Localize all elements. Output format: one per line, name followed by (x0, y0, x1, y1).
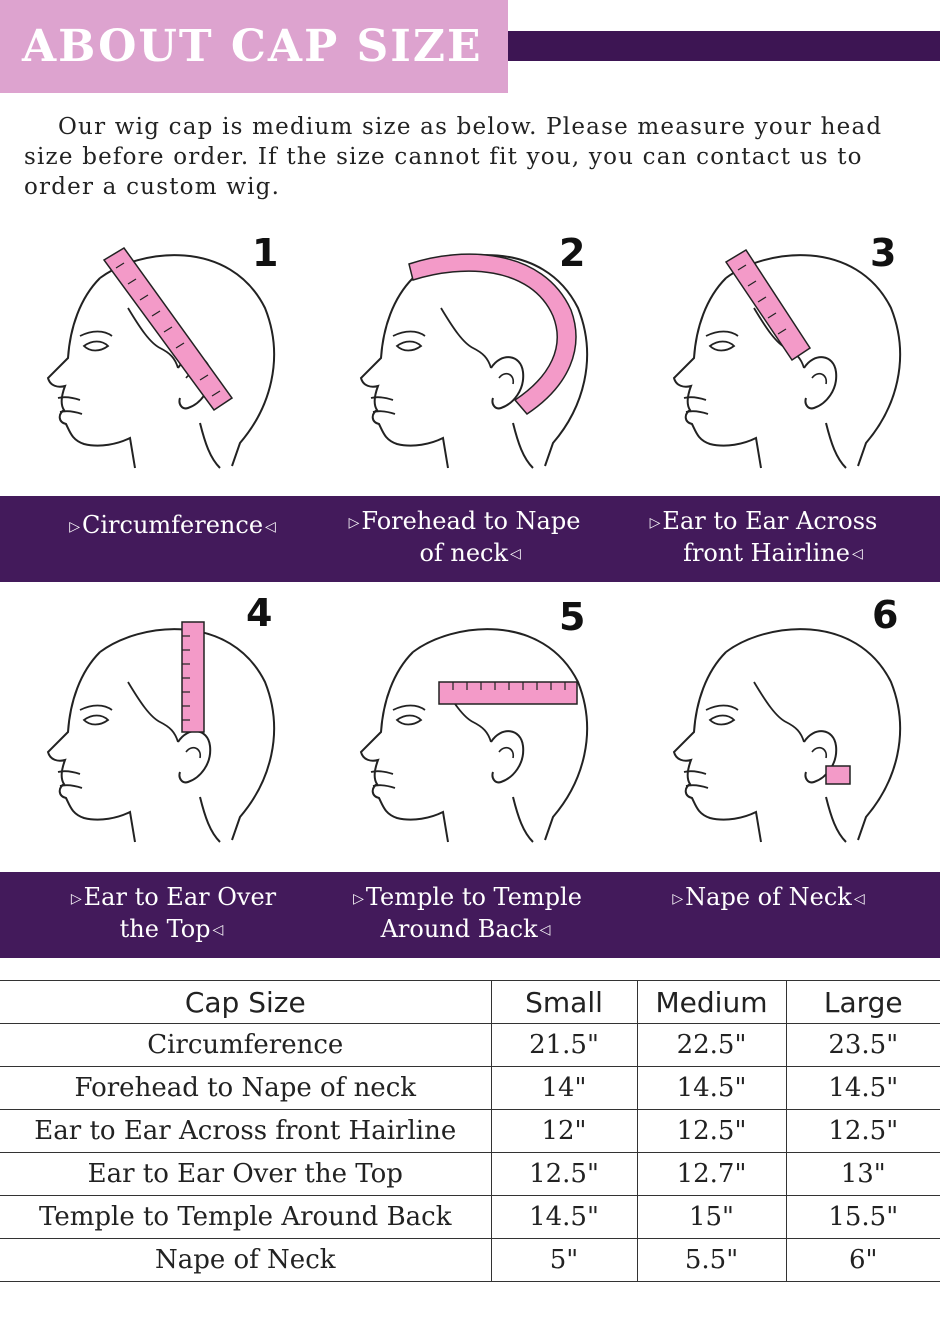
cell-small: 5" (490, 1238, 638, 1282)
diagram-number: 5 (559, 595, 585, 639)
title-accent-bar (508, 31, 940, 61)
row-label: Ear to Ear Across front Hairline (0, 1109, 492, 1153)
intro-paragraph: Our wig cap is medium size as below. Ple… (24, 112, 916, 202)
diagram-ear-across-hairline: 3 (626, 218, 939, 496)
title-box: ABOUT CAP SIZE (0, 0, 508, 93)
diagram-nape-of-neck: 6 (626, 582, 939, 872)
cell-medium: 15" (636, 1195, 787, 1239)
cell-medium: 5.5" (636, 1238, 787, 1282)
cell-medium: 22.5" (636, 1023, 787, 1067)
table-row: Ear to Ear Over the Top 12.5" 12.7" 13" (0, 1152, 940, 1196)
table-row: Forehead to Nape of neck 14" 14.5" 14.5" (0, 1066, 940, 1110)
cell-small: 14.5" (490, 1195, 638, 1239)
head-diagram-icon: 2 (360, 231, 589, 469)
table-row: Temple to Temple Around Back 14.5" 15" 1… (0, 1195, 940, 1239)
label-circumference: ▷Circumference◁ (69, 511, 276, 539)
head-diagram-icon: 3 (673, 231, 902, 469)
row-label: Circumference (0, 1023, 492, 1067)
diagram-number: 3 (870, 231, 896, 275)
page-title: ABOUT CAP SIZE (22, 21, 483, 72)
table-header-row: Cap Size Small Medium Large (0, 980, 940, 1024)
row-label: Ear to Ear Over the Top (0, 1152, 492, 1196)
cell-medium: 12.5" (636, 1109, 787, 1153)
cell-small: 12.5" (490, 1152, 638, 1196)
diagram-forehead-nape: 2 (313, 218, 626, 496)
cap-size-table: Cap Size Small Medium Large Circumferenc… (0, 980, 940, 1282)
table-row: Circumference 21.5" 22.5" 23.5" (0, 1023, 940, 1067)
diagram-circumference: 1 (0, 218, 313, 496)
cell-medium: 12.7" (636, 1152, 787, 1196)
label-band-1: ▷Circumference◁ ▷Forehead to Nape of nec… (0, 496, 940, 582)
diagram-row-2: 4 5 6 (0, 582, 940, 872)
cell-large: 13" (785, 1152, 940, 1196)
head-diagram-icon: 1 (47, 231, 278, 469)
cell-large: 12.5" (785, 1109, 940, 1153)
cell-small: 12" (490, 1109, 638, 1153)
row-label: Nape of Neck (0, 1238, 492, 1282)
diagram-number: 1 (252, 231, 278, 275)
table-row: Nape of Neck 5" 5.5" 6" (0, 1238, 940, 1282)
row-label: Temple to Temple Around Back (0, 1195, 492, 1239)
header-cap-size: Cap Size (0, 980, 492, 1024)
cell-large: 15.5" (785, 1195, 940, 1239)
label-nape-of-neck: ▷Nape of Neck◁ (672, 883, 865, 911)
label-ear-across-hairline: ▷Ear to Ear Across front Hairline◁ (649, 507, 878, 567)
header: ABOUT CAP SIZE (0, 0, 940, 94)
head-diagram-icon: 6 (673, 593, 902, 843)
cell-large: 23.5" (785, 1023, 940, 1067)
head-diagram-icon: 5 (360, 595, 589, 843)
diagram-row-1: 1 2 3 (0, 218, 940, 496)
diagram-temple-around-back: 5 (313, 582, 626, 872)
row-label: Forehead to Nape of neck (0, 1066, 492, 1110)
label-forehead-nape: ▷Forehead to Nape of neck◁ (348, 507, 581, 567)
header-large: Large (785, 980, 940, 1024)
intro-text: Our wig cap is medium size as below. Ple… (24, 114, 883, 200)
diagram-ear-over-top: 4 (0, 582, 313, 872)
cell-small: 21.5" (490, 1023, 638, 1067)
cell-small: 14" (490, 1066, 638, 1110)
head-diagram-icon: 4 (47, 591, 276, 843)
header-small: Small (490, 980, 638, 1024)
diagram-number: 4 (246, 591, 272, 635)
cell-medium: 14.5" (636, 1066, 787, 1110)
diagram-number: 2 (559, 231, 585, 275)
diagram-number: 6 (872, 593, 898, 637)
cell-large: 14.5" (785, 1066, 940, 1110)
cell-large: 6" (785, 1238, 940, 1282)
header-medium: Medium (636, 980, 787, 1024)
table-row: Ear to Ear Across front Hairline 12" 12.… (0, 1109, 940, 1153)
